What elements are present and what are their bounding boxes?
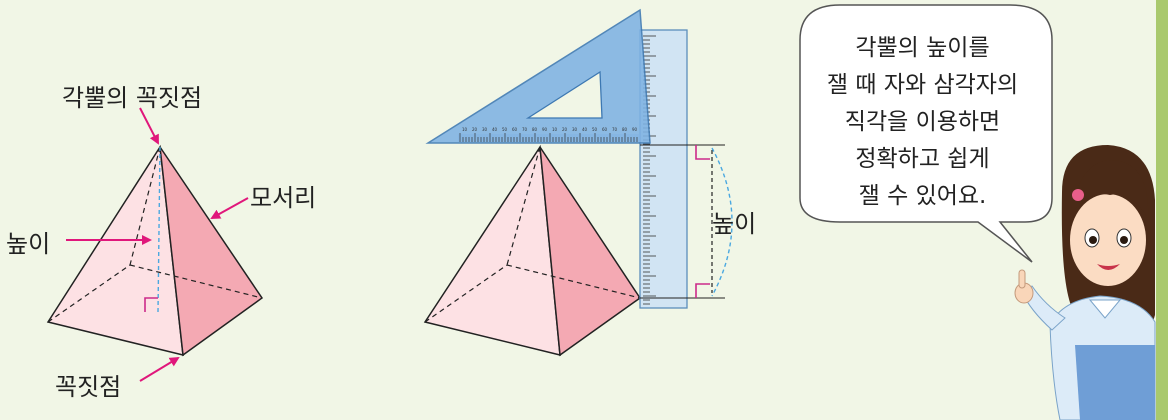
ruler-scale-number: 50: [502, 127, 508, 132]
side-stripe: [1156, 0, 1168, 420]
ruler-scale-number: 10: [552, 127, 558, 132]
right-angle-mark: [144, 297, 158, 312]
speech-bubble: [799, 4, 1053, 263]
ruler-scale-number: 20: [472, 127, 478, 132]
hidden-edge: [506, 146, 541, 266]
hidden-edge: [129, 264, 263, 299]
ruler-scale-number: 60: [602, 127, 608, 132]
hidden-edge: [47, 264, 131, 323]
right-angle-mark: [695, 145, 710, 160]
ruler-scale-number: 50: [592, 127, 598, 132]
apex-arrow: [139, 107, 159, 145]
ruler-scale-number: 30: [572, 127, 578, 132]
height-label-left: 높이: [6, 230, 51, 258]
right-pyramid-right-face: [539, 146, 642, 357]
ruler-scale-number: 20: [562, 127, 568, 132]
triangle-ruler-ticks: [459, 133, 638, 142]
right-angle-mark: [695, 283, 710, 298]
triangle-ruler: 10 20 30 40 50 60 70 80 90 10 20 30 40 50 60 70 80 90: [425, 8, 651, 144]
height-label-right: 높이: [712, 210, 757, 238]
right-pyramid: [423, 144, 642, 357]
ruler-scale-number: 90: [542, 127, 548, 132]
bubble-line: 잴 때 자와 삼각자의: [826, 72, 1019, 98]
bubble-line: 직각을 이용하면: [844, 109, 1001, 135]
ruler-scale-number: 60: [512, 127, 518, 132]
ruler-scale-number: 40: [492, 127, 498, 132]
speech-bubble-text: 각뿔의 높이를 잴 때 자와 삼각자의 직각을 이용하면 정확하고 쉽게 잴 수…: [790, 30, 1055, 215]
right-pyramid-left-face: [423, 144, 561, 356]
ruler-scale-number: 70: [612, 127, 618, 132]
ruler-scale-number: 70: [522, 127, 528, 132]
girl-character-icon: [1014, 145, 1156, 420]
straight-ruler: [639, 29, 688, 309]
edge-arrow: [210, 197, 249, 219]
vertex-label: 꼭짓점: [55, 373, 122, 401]
ruler-scale-number: 40: [582, 127, 588, 132]
bubble-line: 잴 수 있어요.: [858, 183, 987, 209]
hidden-edge: [424, 264, 508, 323]
bubble-line: 정확하고 쉽게: [855, 146, 990, 172]
ruler-scale-number: 80: [622, 127, 628, 132]
bubble-line: 각뿔의 높이를: [855, 35, 990, 61]
apex-label: 각뿔의 꼭짓점: [62, 84, 203, 112]
hidden-edge: [129, 146, 161, 266]
triangle-ruler-scale: 10 20 30 40 50 60 70 80 90 10 20 30 40 50 60 70 80 90: [462, 127, 638, 132]
vertex-arrow: [139, 356, 180, 382]
ruler-scale-number: 10: [462, 127, 468, 132]
height-measure: [640, 144, 733, 299]
ruler-scale-number: 90: [632, 127, 638, 132]
left-pyramid: [46, 144, 264, 357]
ruler-scale-number: 80: [532, 127, 538, 132]
ruler-scale-number: 30: [482, 127, 488, 132]
left-pyramid-right-face: [159, 146, 264, 357]
hidden-edge: [506, 264, 641, 299]
edge-label: 모서리: [250, 184, 317, 212]
